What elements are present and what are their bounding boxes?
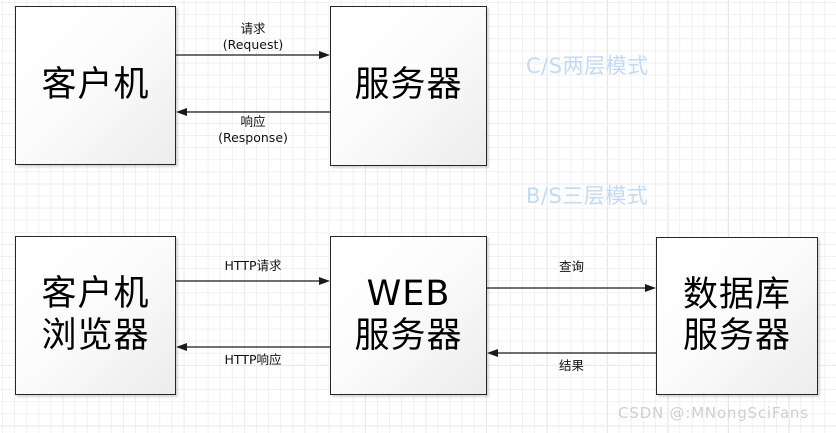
edge-query-arrow <box>487 282 656 294</box>
node-web-server[interactable]: WEB 服务器 <box>330 236 487 395</box>
annotation-bs-mode: B/S三层模式 <box>526 180 648 210</box>
node-db-server[interactable]: 数据库 服务器 <box>656 237 818 395</box>
edge-response-arrow <box>176 106 330 118</box>
node-db-server-label-line1: 数据库 <box>682 274 791 315</box>
node-server-label-line1: 服务器 <box>354 65 463 106</box>
watermark-text: CSDN @:MNongSciFans <box>618 404 809 422</box>
edge-result-label: 结果 <box>487 358 656 374</box>
node-client[interactable]: 客户机 <box>15 6 176 165</box>
edge-request-arrow <box>176 49 330 61</box>
annotation-bs-mode-text: B/S三层模式 <box>526 184 649 208</box>
watermark: CSDN @:MNongSciFans <box>618 404 809 422</box>
edge-http-request-label-line1: HTTP请求 <box>224 258 282 273</box>
edge-http-request-label: HTTP请求 <box>176 258 330 274</box>
edge-query-label-line1: 查询 <box>558 259 584 274</box>
edge-request-label-line1: 请求 <box>240 21 266 36</box>
node-client-browser-label-line1: 客户机 <box>41 274 150 315</box>
edge-request-label: 请求 (Request) <box>176 21 330 53</box>
edge-response-label-line1: 响应 <box>240 114 266 129</box>
node-server[interactable]: 服务器 <box>330 6 487 166</box>
edge-result-label-line1: 结果 <box>558 358 584 373</box>
edge-query-label: 查询 <box>487 259 656 275</box>
edge-http-request-arrow <box>176 275 330 287</box>
annotation-cs-mode-text: C/S两层模式 <box>526 54 649 78</box>
edge-response-label-line2: (Response) <box>218 130 288 145</box>
edge-http-response-arrow <box>176 341 330 353</box>
node-client-browser[interactable]: 客户机 浏览器 <box>15 236 176 395</box>
edge-response-label: 响应 (Response) <box>176 114 330 146</box>
edge-request-label-line2: (Request) <box>222 37 284 52</box>
node-db-server-label-line2: 服务器 <box>682 316 791 356</box>
edge-http-response-label-line1: HTTP响应 <box>224 352 282 367</box>
edge-result-arrow <box>487 347 656 359</box>
node-client-label-line1: 客户机 <box>41 64 150 105</box>
node-web-server-label-line2: 服务器 <box>354 315 463 356</box>
annotation-cs-mode: C/S两层模式 <box>526 50 649 80</box>
node-client-browser-label-line2: 浏览器 <box>41 315 150 356</box>
node-web-server-label-line1: WEB <box>366 274 451 315</box>
edge-http-response-label: HTTP响应 <box>176 352 330 368</box>
